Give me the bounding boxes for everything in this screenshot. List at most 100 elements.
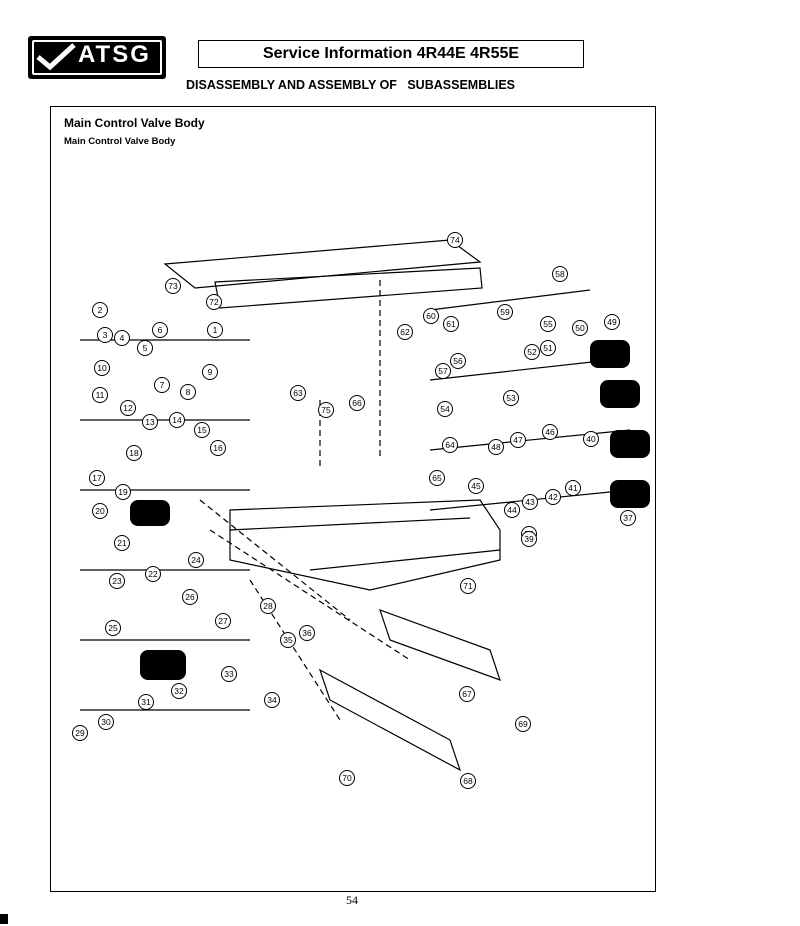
callout-1: 1 — [207, 322, 223, 338]
callout-7: 7 — [154, 377, 170, 393]
callout-label: 57 — [438, 366, 448, 376]
callout-label: 28 — [263, 601, 273, 611]
callout-label: 47 — [513, 435, 523, 445]
callout-label: 50 — [575, 323, 585, 333]
callout-12: 12 — [120, 400, 136, 416]
solenoid-right-1 — [590, 340, 630, 368]
page-number: 54 — [346, 893, 358, 907]
callout-label: 46 — [545, 427, 555, 437]
callout-57: 57 — [435, 363, 451, 379]
valve-body-main — [229, 499, 501, 591]
callout-45: 45 — [468, 478, 484, 494]
callout-58: 58 — [552, 266, 568, 282]
callout-label: 42 — [548, 492, 558, 502]
callout-label: 4 — [120, 333, 125, 343]
callout-label: 2 — [98, 305, 103, 315]
callout-50: 50 — [572, 320, 588, 336]
callout-65: 65 — [429, 470, 445, 486]
callout-72: 72 — [206, 294, 222, 310]
callout-label: 74 — [450, 235, 460, 245]
callout-33: 33 — [221, 666, 237, 682]
callout-label: 39 — [524, 534, 534, 544]
callout-label: 66 — [352, 398, 362, 408]
callout-label: 6 — [158, 325, 163, 335]
callout-label: 67 — [462, 689, 472, 699]
callout-label: 63 — [293, 388, 303, 398]
callout-26: 26 — [182, 589, 198, 605]
callout-label: 5 — [143, 343, 148, 353]
callout-label: 55 — [543, 319, 553, 329]
callout-label: 33 — [224, 669, 234, 679]
callout-63: 63 — [290, 385, 306, 401]
callout-34: 34 — [264, 692, 280, 708]
callout-28: 28 — [260, 598, 276, 614]
callout-4: 4 — [114, 330, 130, 346]
gasket-plate — [163, 239, 482, 289]
callout-label: 43 — [525, 497, 535, 507]
callout-66: 66 — [349, 395, 365, 411]
callout-23: 23 — [109, 573, 125, 589]
callout-25: 25 — [105, 620, 121, 636]
callout-73: 73 — [165, 278, 181, 294]
callout-30: 30 — [98, 714, 114, 730]
callout-10: 10 — [94, 360, 110, 376]
callout-label: 13 — [145, 417, 155, 427]
callout-label: 7 — [160, 380, 165, 390]
solenoid-left-1 — [130, 500, 170, 526]
callout-67: 67 — [459, 686, 475, 702]
callout-48: 48 — [488, 439, 504, 455]
callout-label: 48 — [491, 442, 501, 452]
callout-label: 51 — [543, 343, 553, 353]
callout-label: 70 — [342, 773, 352, 783]
callout-label: 60 — [426, 311, 436, 321]
callout-31: 31 — [138, 694, 154, 710]
callout-14: 14 — [169, 412, 185, 428]
callout-label: 68 — [463, 776, 473, 786]
callout-label: 12 — [123, 403, 133, 413]
callout-label: 58 — [555, 269, 565, 279]
callout-label: 19 — [118, 487, 128, 497]
callout-label: 27 — [218, 616, 228, 626]
solenoid-left-2 — [140, 650, 186, 680]
callout-6: 6 — [152, 322, 168, 338]
callout-52: 52 — [524, 344, 540, 360]
callout-label: 49 — [607, 317, 617, 327]
callout-label: 52 — [527, 347, 537, 357]
callout-56: 56 — [450, 353, 466, 369]
callout-label: 69 — [518, 719, 528, 729]
callout-71: 71 — [460, 578, 476, 594]
callout-label: 9 — [208, 367, 213, 377]
callout-label: 75 — [321, 405, 331, 415]
callout-label: 17 — [92, 473, 102, 483]
content-frame — [50, 106, 656, 892]
callout-label: 22 — [148, 569, 158, 579]
callout-2: 2 — [92, 302, 108, 318]
callout-40: 40 — [583, 431, 599, 447]
bracket-lower — [318, 668, 462, 772]
callout-label: 62 — [400, 327, 410, 337]
callout-5: 5 — [137, 340, 153, 356]
callout-74: 74 — [447, 232, 463, 248]
callout-20: 20 — [92, 503, 108, 519]
callout-61: 61 — [443, 316, 459, 332]
callout-label: 20 — [95, 506, 105, 516]
callout-22: 22 — [145, 566, 161, 582]
callout-46: 46 — [542, 424, 558, 440]
callout-11: 11 — [92, 387, 108, 403]
callout-label: 10 — [97, 363, 107, 373]
callout-label: 31 — [141, 697, 151, 707]
callout-55: 55 — [540, 316, 556, 332]
callout-label: 8 — [186, 387, 191, 397]
callout-29: 29 — [72, 725, 88, 741]
callout-21: 21 — [114, 535, 130, 551]
callout-label: 21 — [117, 538, 127, 548]
section-title: Main Control Valve Body — [64, 116, 205, 130]
callout-label: 34 — [267, 695, 277, 705]
callout-59: 59 — [497, 304, 513, 320]
callout-19: 19 — [115, 484, 131, 500]
callout-label: 44 — [507, 505, 517, 515]
callout-label: 18 — [129, 448, 139, 458]
callout-47: 47 — [510, 432, 526, 448]
